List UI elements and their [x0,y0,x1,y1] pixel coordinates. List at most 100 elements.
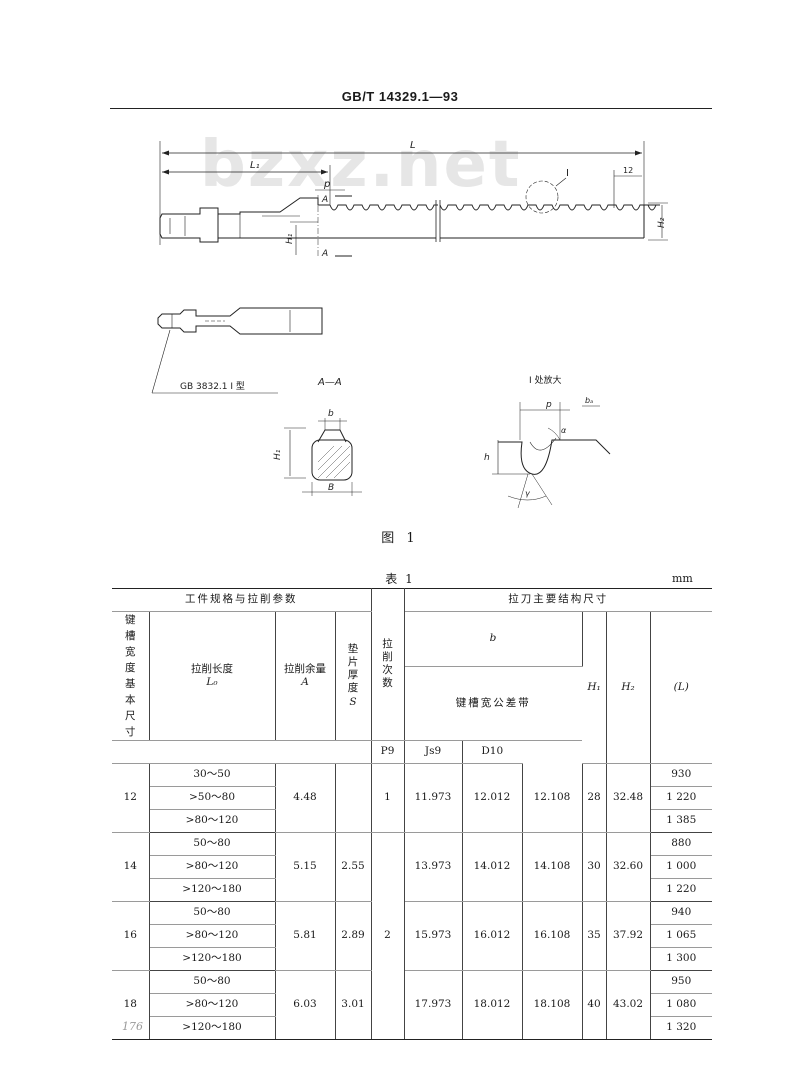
table-row: 16 50～80 5.81 2.89 15.973 16.012 16.108 … [112,901,712,971]
h2-cell: 43.02 [606,970,651,1040]
shank-standard-note: GB 3832.1 I 型 [180,381,245,392]
col-header-passes: 拉削次数 [371,588,405,741]
col-header-js9: Js9 [404,740,463,764]
js9-cell: 14.012 [462,832,523,902]
shim-cell [335,763,372,833]
detail-dim-p: p [545,400,552,410]
figure-caption: 图 1 [381,531,419,546]
col-header-H2: H₂ [606,611,651,764]
length-L-cell: 940 [650,901,712,925]
length-cell: >120～180 [149,1016,276,1040]
col-header-tol-band: 键槽宽公差带 [404,666,582,742]
passes-cell: 1 [371,763,405,833]
dim-p: p [323,179,330,190]
length-L-cell: 1 080 [650,993,712,1017]
js9-cell: 16.012 [462,901,523,971]
header-rule [110,108,712,109]
shim-cell: 2.89 [335,901,372,971]
col-header-length-sym: L₀ [206,676,218,688]
broach-side-view [159,141,668,258]
table-row: >120～180 1 320 [112,1016,712,1040]
h1-cell: 40 [582,970,607,1040]
header-row-4: P9 Js9 D10 [112,740,712,764]
dim-L: L [410,140,416,151]
p9-cell: 17.973 [404,970,463,1040]
table-row: >120～180 1 300 [112,947,712,971]
dim-L1: L₁ [250,160,260,171]
detail-title: I 处放大 [529,374,562,386]
length-cell: >80～120 [149,993,276,1017]
header-spacer [112,740,372,764]
table-row: >80～120 1 000 [112,855,712,879]
length-cell: >120～180 [149,878,276,902]
length-cell: 50～80 [149,970,276,994]
table-row: >80～120 1 065 [112,924,712,948]
section-mark-a-bottom: A [321,249,328,259]
length-cell: >80～120 [149,809,276,833]
length-L-cell: 880 [650,832,712,856]
allowance-cell: 5.81 [275,901,336,971]
length-cell: 50～80 [149,901,276,925]
header-row-3: 键槽宽公差带 [112,666,712,742]
table-unit: mm [672,572,693,585]
group-header-left: 工件规格与拉削参数 [112,588,372,612]
length-L-cell: 1 000 [650,855,712,879]
h1-cell: 28 [582,763,607,833]
length-cell: >80～120 [149,924,276,948]
d10-cell: 16.108 [522,901,583,971]
col-header-length: 拉削长度 L₀ [149,611,276,741]
col-header-allowance-sym: A [301,676,309,688]
dim-H2: H₂ [657,217,667,228]
length-L-cell: 1 300 [650,947,712,971]
length-cell: >80～120 [149,855,276,879]
shank-detail-view [151,307,323,394]
col-header-shim: 垫片厚度 S [335,611,372,741]
header-row-1: 工件规格与拉削参数 拉削次数 拉刀主要结构尺寸 [112,588,712,741]
section-dim-b: b [328,409,334,419]
table-row: >120～180 1 220 [112,878,712,902]
p9-cell: 15.973 [404,901,463,971]
table-row: 14 50～80 5.15 2.55 2 13.973 14.012 14.10… [112,832,712,1040]
dim-12: 12 [623,166,633,175]
allowance-cell: 6.03 [275,970,336,1040]
length-cell: 30～50 [149,763,276,787]
section-dim-H1: H₁ [273,449,283,460]
table-row: 12 30～50 4.48 1 11.973 12.012 12.108 28 … [112,763,712,833]
d10-cell: 18.108 [522,970,583,1040]
section-dim-B: B [328,483,334,493]
shim-cell: 2.55 [335,832,372,902]
passes-cell: 2 [371,832,405,1040]
tooth-detail-view [492,402,611,509]
allowance-cell: 5.15 [275,832,336,902]
h2-cell: 37.92 [606,901,651,971]
table-caption: 表 1 [385,572,415,586]
js9-cell: 18.012 [462,970,523,1040]
table-row: >50～80 1 220 [112,786,712,810]
detail-dim-ba: bₐ [585,396,593,405]
section-a-a-view [284,418,362,496]
length-L-cell: 1 220 [650,786,712,810]
col-header-p9: P9 [371,740,405,764]
length-L-cell: 950 [650,970,712,994]
h2-cell: 32.48 [606,763,651,833]
p9-cell: 11.973 [404,763,463,833]
length-L-cell: 930 [650,763,712,787]
table-row: >80～120 1 385 [112,809,712,833]
length-L-cell: 1 065 [650,924,712,948]
detail-dim-gamma: γ [525,489,531,498]
col-header-d10: D10 [462,740,522,764]
detail-dim-h: h [484,453,490,463]
col-header-allowance: 拉削余量 A [275,611,336,741]
detail-dim-alpha: α [561,426,567,435]
dim-i: I [566,168,569,179]
h1-cell: 30 [582,832,607,902]
header-row-2: 键槽宽度基本尺寸 拉削长度 L₀ 拉削余量 A 垫片厚度 S b H₁ H₂ (… [112,611,712,764]
key-width-cell: 12 [112,763,150,833]
d10-cell: 14.108 [522,832,583,902]
section-title: A—A [317,377,342,388]
broach-spec-table: 工件规格与拉削参数 拉削次数 拉刀主要结构尺寸 键槽宽度基本尺寸 拉削长度 L₀… [112,588,712,1040]
d10-cell: 12.108 [522,763,583,833]
length-cell: >50～80 [149,786,276,810]
watermark: bzxz.net [200,128,522,202]
table-row: >80～120 1 080 [112,993,712,1017]
